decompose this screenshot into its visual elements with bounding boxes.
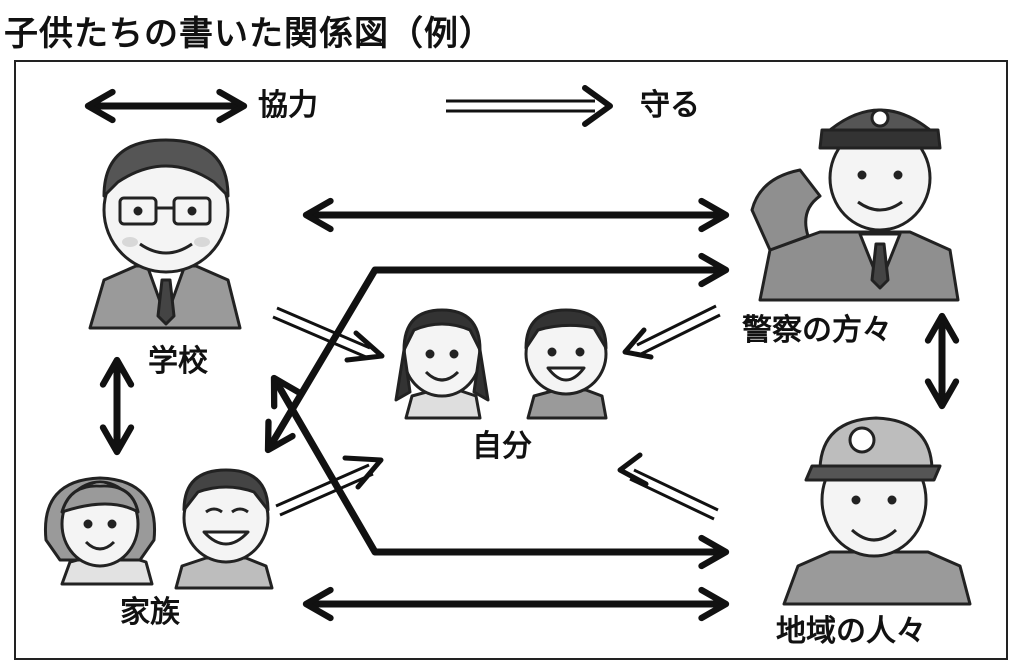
node-label-family: 家族: [120, 595, 180, 630]
node-label-police: 警察の方々: [742, 313, 892, 348]
arrow-police-self: [622, 304, 721, 360]
mother-illustration: [43, 476, 157, 586]
arrow-family-police: [264, 252, 730, 454]
node-label-school: 学校: [148, 344, 208, 379]
police-officer-illustration: [750, 108, 960, 302]
page-title: 子供たちの書いた関係図（例）: [4, 14, 494, 54]
arrow-school-community: [270, 374, 730, 570]
father-illustration: [174, 468, 274, 590]
legend-protect-label: 守る: [640, 88, 700, 123]
boy-illustration: [524, 308, 608, 420]
node-label-community: 地域の人々: [776, 614, 926, 649]
community-person-illustration: [782, 416, 972, 606]
legend-protect-arrow: [446, 85, 613, 127]
teacher-illustration: [88, 138, 242, 330]
arrow-community-self: [617, 452, 719, 521]
girl-illustration: [394, 308, 490, 420]
legend-cooperation-label: 協力: [258, 88, 318, 123]
arrow-family-self: [275, 455, 384, 517]
node-label-self: 自分: [472, 429, 532, 464]
arrow-school-self: [272, 306, 385, 363]
diagram-frame: [14, 60, 1008, 660]
